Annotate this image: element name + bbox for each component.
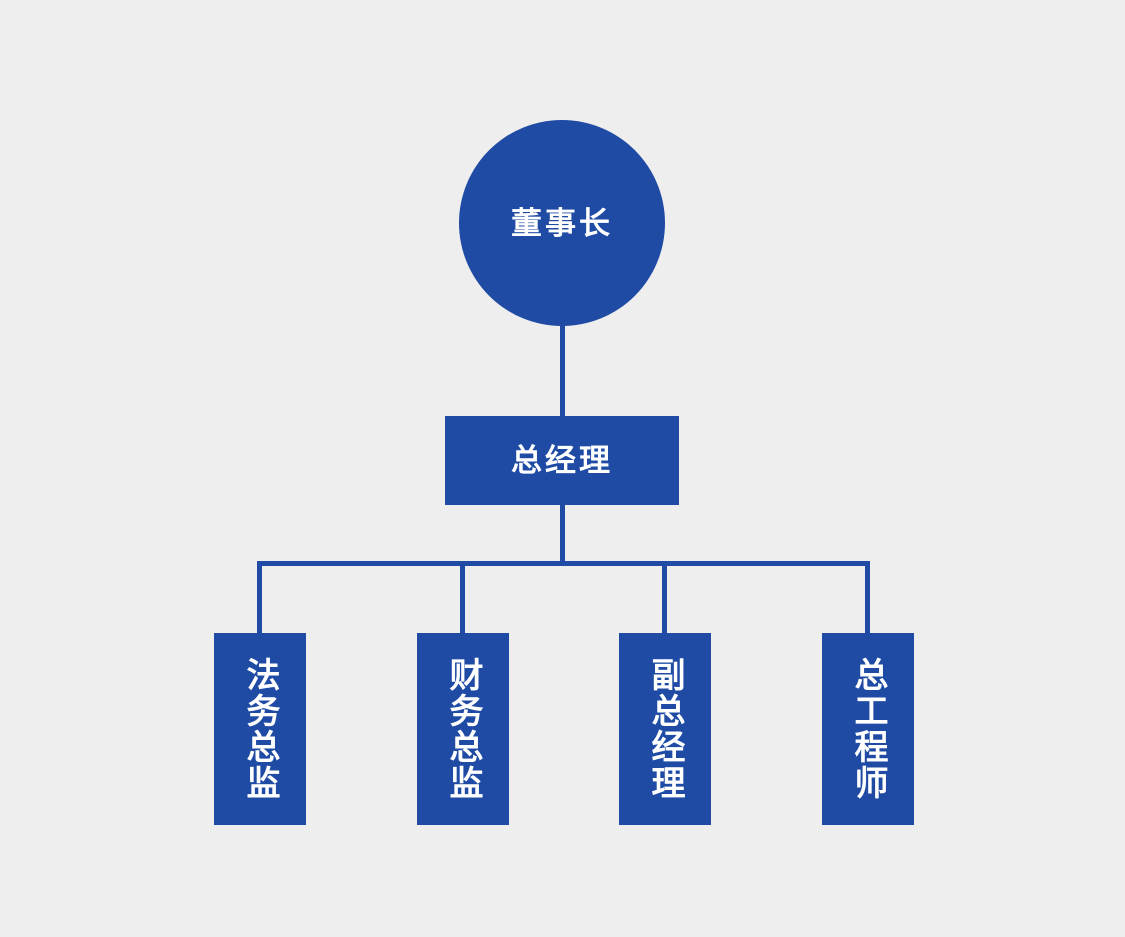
- node-finance-director[interactable]: 财务总监: [417, 633, 509, 825]
- node-deputy-general-manager[interactable]: 副总经理: [619, 633, 711, 825]
- node-chairman[interactable]: 董事长: [459, 120, 665, 326]
- node-deputy-general-manager-label: 副总经理: [646, 657, 685, 801]
- node-chairman-label: 董事长: [511, 205, 613, 241]
- node-legal-director-label: 法务总监: [241, 657, 280, 801]
- node-chief-engineer-label: 总工程师: [849, 657, 888, 801]
- node-general-manager-label: 总经理: [511, 443, 613, 478]
- node-chief-engineer[interactable]: 总工程师: [822, 633, 914, 825]
- node-finance-director-label: 财务总监: [444, 657, 483, 801]
- node-legal-director[interactable]: 法务总监: [214, 633, 306, 825]
- node-general-manager[interactable]: 总经理: [445, 416, 679, 505]
